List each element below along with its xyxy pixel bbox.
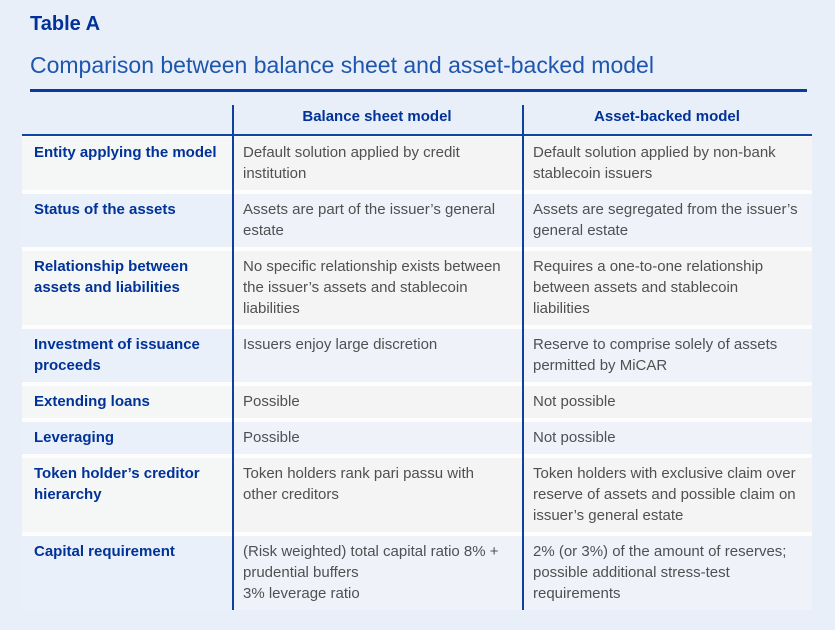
- balance-sheet-cell: Token holders rank pari passu with other…: [232, 458, 522, 533]
- table-header-row: Balance sheet model Asset-backed model: [22, 105, 812, 134]
- table-label: Table A: [30, 13, 101, 35]
- asset-backed-cell: Default solution applied by non-bank sta…: [522, 137, 812, 191]
- header-balance-sheet-model: Balance sheet model: [302, 108, 452, 126]
- asset-backed-cell: Reserve to comprise solely of assets per…: [522, 329, 812, 383]
- row-label-cell: Extending loans: [22, 386, 232, 419]
- row-label-cell: Capital requirement: [22, 536, 232, 611]
- row-label-cell: Status of the assets: [22, 194, 232, 248]
- asset-backed-cell: Not possible: [522, 422, 812, 455]
- row-label-cell: Token holder’s creditor hierarchy: [22, 458, 232, 533]
- balance-sheet-cell: Default solution applied by credit insti…: [232, 137, 522, 191]
- comparison-table: Balance sheet model Asset-backed model E…: [22, 105, 812, 611]
- balance-sheet-cell: Issuers enjoy large discretion: [232, 329, 522, 383]
- asset-backed-cell: 2% (or 3%) of the amount of reserves; po…: [522, 536, 812, 611]
- balance-sheet-cell: Possible: [232, 422, 522, 455]
- balance-sheet-cell: Assets are part of the issuer’s general …: [232, 194, 522, 248]
- header-rule: [22, 134, 812, 137]
- row-label-cell: Leveraging: [22, 422, 232, 455]
- balance-sheet-cell: No specific relationship exists between …: [232, 251, 522, 326]
- table-title: Comparison between balance sheet and ass…: [30, 52, 654, 78]
- row-label-cell: Relationship between assets and liabilit…: [22, 251, 232, 326]
- row-label-cell: Entity applying the model: [22, 137, 232, 191]
- asset-backed-cell: Token holders with exclusive claim over …: [522, 458, 812, 533]
- balance-sheet-cell: (Risk weighted) total capital ratio 8% +…: [232, 536, 522, 611]
- asset-backed-cell: Assets are segregated from the issuer’s …: [522, 194, 812, 248]
- column-divider-right: [522, 105, 524, 611]
- balance-sheet-cell: Possible: [232, 386, 522, 419]
- header-asset-backed-model: Asset-backed model: [594, 108, 740, 126]
- title-rule: [30, 89, 807, 93]
- asset-backed-cell: Requires a one-to-one relationship betwe…: [522, 251, 812, 326]
- header-empty-cell: [22, 105, 232, 134]
- column-divider-left: [232, 105, 234, 611]
- asset-backed-cell: Not possible: [522, 386, 812, 419]
- row-label-cell: Investment of issuance proceeds: [22, 329, 232, 383]
